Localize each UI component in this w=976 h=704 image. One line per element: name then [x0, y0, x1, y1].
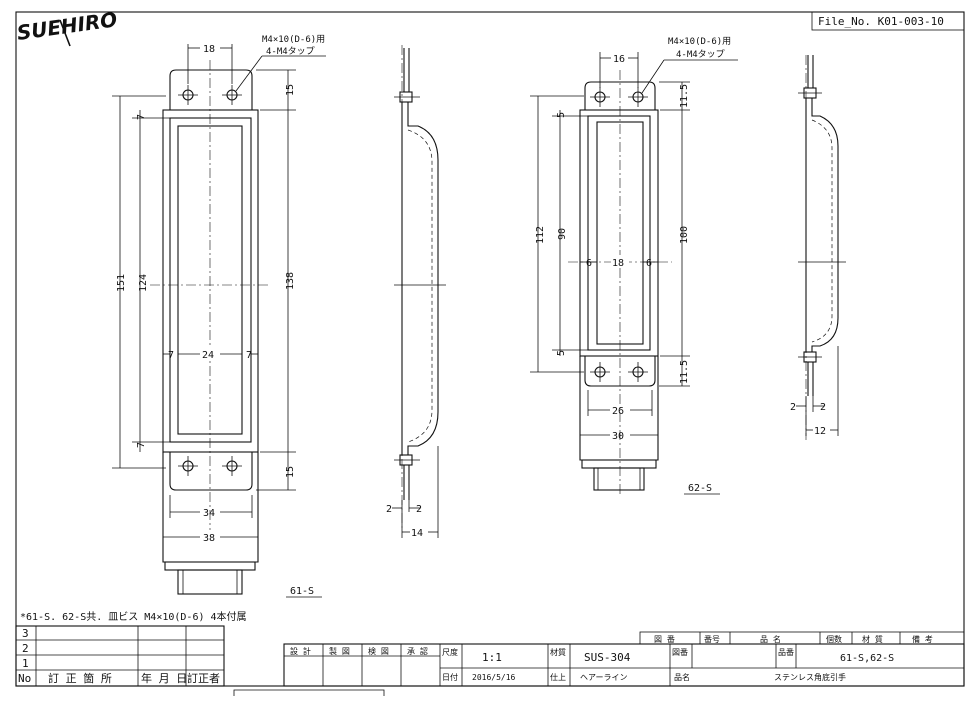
dim-61-side-depth: 14	[411, 528, 423, 539]
dim-61-bottom-gap: 7	[136, 442, 147, 448]
dim-62-bottom-gap: 5	[556, 350, 567, 356]
product-no-label: 品番	[778, 647, 794, 657]
dim-62-side-thk-left: 2	[790, 402, 796, 413]
parts-header-row: 図 番 番号 品 名 個数 材 質 備 考	[639, 631, 965, 645]
dim-61-inner-width: 24	[202, 350, 214, 361]
accessory-note: *61-S. 62-S共. 皿ビス M4×10(D-6) 4本付属	[20, 610, 247, 623]
callout-61-line1: M4×10(D-6)用	[262, 34, 325, 45]
dim-62-side-thk-right: 2	[820, 402, 826, 413]
parts-col-name: 品 名	[760, 634, 781, 644]
scale-value: 1:1	[482, 651, 502, 664]
drawing-no-label: 図番	[672, 647, 688, 657]
dim-61-overall-width: 38	[203, 533, 215, 544]
role-design: 設 計	[290, 646, 311, 656]
dim-62-hole-pitch: 16	[613, 54, 625, 65]
role-drafting: 製 図	[329, 646, 350, 656]
rev-header-by: 訂正者	[187, 671, 220, 685]
dim-62-overall-length: 112	[535, 226, 546, 244]
file-no-box	[811, 11, 965, 31]
scale-label: 尺度	[442, 647, 458, 657]
rev-header-no: No	[18, 672, 31, 685]
side-view-61s: 2 2 14	[386, 45, 446, 539]
material-value: SUS-304	[584, 651, 631, 664]
dim-62-base-width: 26	[612, 406, 624, 417]
role-checking: 検 図	[368, 646, 389, 656]
rev-header-date: 年 月 日	[141, 671, 187, 685]
parts-col-remarks: 備 考	[912, 634, 933, 644]
parts-col-material: 材 質	[862, 634, 883, 644]
dim-62-top-gap: 5	[556, 112, 567, 118]
date-label: 日付	[442, 672, 458, 682]
callout-62-line1: M4×10(D-6)用	[668, 36, 731, 47]
suehiro-logo: SUEHIRO	[15, 7, 119, 47]
dim-62-left-gap: 6	[586, 258, 592, 269]
rev-row-3: 3	[22, 627, 29, 640]
role-approval: 承 認	[407, 646, 428, 656]
date-value: 2016/5/16	[472, 673, 516, 682]
dim-62-plate-length: 100	[679, 226, 690, 244]
sheet-border	[15, 11, 965, 687]
product-name-label: 品名	[674, 672, 690, 682]
finish-value: ヘアーライン	[580, 673, 628, 682]
dim-62-inner-width: 18	[612, 258, 624, 269]
file-no: File_No. K01-003-10	[818, 15, 944, 28]
callout-62-line2: 4-M4タップ	[676, 49, 725, 60]
dim-61-plate-length: 138	[285, 272, 296, 290]
callout-61-line2: 4-M4タップ	[266, 46, 315, 57]
dim-62-overall-width: 30	[612, 431, 624, 442]
dim-61-left-gap: 7	[168, 350, 174, 361]
dim-62-side-depth: 12	[814, 426, 826, 437]
dim-62-right-gap: 6	[646, 258, 652, 269]
dim-61-base-width: 34	[203, 508, 215, 519]
dim-62-top-margin: 11.5	[679, 84, 690, 108]
label-61s: 61-S	[290, 586, 314, 597]
material-label: 材質	[550, 647, 566, 657]
dim-61-hole-pitch: 18	[203, 44, 215, 55]
finish-label: 仕上	[550, 672, 566, 682]
front-view-61s: 18 M4×10(D-6)用 4-M4タップ 15 138 15 151 124…	[112, 34, 326, 598]
dim-61-top-margin: 15	[285, 84, 296, 96]
print-margin-mark	[233, 689, 385, 696]
title-block: 設 計 製 図 検 図 承 認 尺度 1:1 日付 2016/5/16 材質 S…	[283, 643, 965, 687]
rev-row-1: 1	[22, 657, 29, 670]
dim-61-right-gap: 7	[246, 350, 252, 361]
dim-61-inner-length: 124	[138, 274, 149, 292]
dim-61-side-thk-left: 2	[386, 504, 392, 515]
front-view-62s: 16 M4×10(D-6)用 4-M4タップ 11.5 100 11.5 112…	[530, 36, 738, 495]
parts-col-qty: 個数	[826, 634, 842, 644]
product-no-value: 61-S,62-S	[840, 653, 894, 664]
parts-col-number: 番号	[704, 634, 720, 644]
dim-62-inner-length: 90	[557, 228, 568, 240]
side-view-62s: 2 2 12	[790, 55, 846, 440]
dim-61-top-gap: 7	[136, 114, 147, 120]
dim-61-side-thk-right: 2	[416, 504, 422, 515]
dim-61-overall-length: 151	[116, 274, 127, 292]
dim-62-bottom-margin: 11.5	[679, 360, 690, 384]
label-62s: 62-S	[688, 483, 712, 494]
revision-block: 3 2 1 No 訂 正 箇 所 年 月 日 訂正者	[15, 625, 225, 687]
product-name-value: ステンレス角底引手	[774, 672, 846, 682]
rev-header-place: 訂 正 箇 所	[48, 671, 112, 685]
parts-col-drawing-no: 図 番	[654, 634, 675, 644]
dim-61-bottom-margin: 15	[285, 466, 296, 478]
rev-row-2: 2	[22, 642, 29, 655]
